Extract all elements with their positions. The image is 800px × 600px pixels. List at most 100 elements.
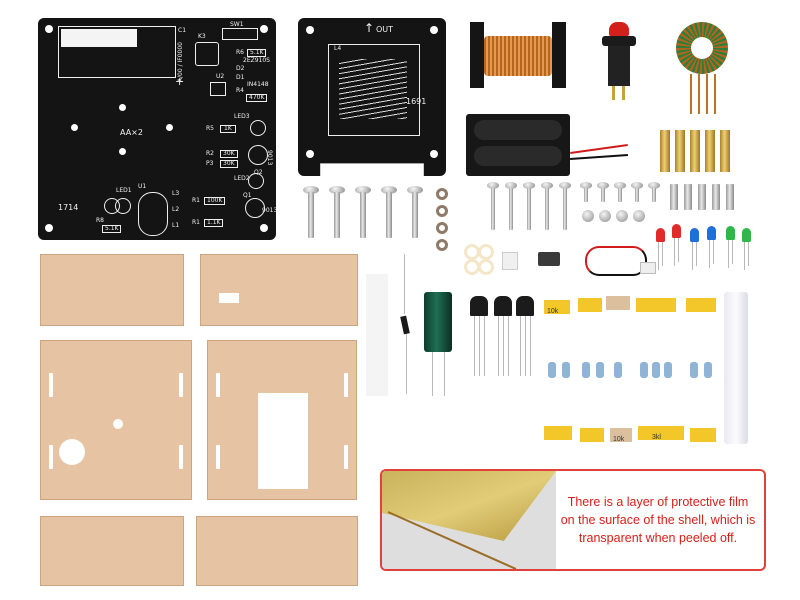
hex-nut [436, 222, 448, 234]
mounting-hole [45, 25, 53, 33]
brass-standoff [675, 130, 685, 172]
led-leg [662, 242, 663, 266]
wire-connector-plug [640, 262, 656, 274]
led-leg [692, 242, 693, 270]
resistor-tape-top: 10k [544, 300, 570, 315]
transistor [470, 296, 488, 316]
panel-slot [216, 445, 220, 469]
resistor [582, 362, 590, 378]
led-leg [678, 238, 679, 262]
silver-standoff [670, 184, 678, 210]
acrylic-side-panel [40, 254, 184, 326]
protective-film-callout: There is a layer of protective film on t… [380, 469, 766, 571]
led-leg [709, 240, 710, 268]
short-screw [652, 188, 656, 202]
connector-wire [585, 246, 647, 276]
hex-nut [436, 205, 448, 217]
label-r4-value: 470K [246, 94, 268, 102]
resistor-tape-bottom: 3kl [638, 426, 684, 441]
short-screw [635, 188, 639, 202]
label-q1-part: 9013 [262, 207, 278, 214]
short-screw [618, 188, 622, 202]
resistor [562, 362, 570, 378]
medium-screw [545, 188, 549, 230]
led-leg [713, 240, 714, 264]
label-p3: P3 [206, 160, 214, 167]
battery-red-wire [570, 143, 628, 155]
battery-outline [58, 26, 176, 78]
small-nut [582, 210, 594, 222]
resistor [704, 362, 712, 378]
hex-nut [436, 188, 448, 200]
screw-head [381, 186, 397, 194]
hex-nut [436, 239, 448, 251]
plus-sign: + [175, 75, 185, 88]
u2-footprint [210, 82, 226, 96]
small-nut [616, 210, 628, 222]
out-label: OUT [376, 25, 394, 34]
silver-standoff [684, 184, 692, 210]
label-led3: LED3 [234, 113, 250, 120]
resistor [614, 362, 622, 378]
film-photo [382, 471, 556, 569]
electrolytic-capacitor [424, 292, 452, 352]
mounting-hole [119, 148, 126, 155]
resistor-tape-bottom [690, 428, 716, 442]
screw-head [580, 182, 592, 189]
k3-footprint [195, 42, 219, 66]
mounting-hole [45, 224, 53, 232]
diode-leg [404, 254, 405, 314]
u1-footprint [138, 192, 168, 236]
mounting-hole [306, 26, 314, 34]
small-nut [633, 210, 645, 222]
q1-footprint [245, 198, 265, 218]
led-leg [674, 238, 675, 266]
mounting-hole [306, 150, 314, 158]
label-u2: U2 [216, 73, 225, 80]
resistor-tape-top [606, 296, 630, 310]
transistor-leg [520, 316, 521, 376]
led3-footprint [250, 120, 266, 136]
resistor-tape-bottom [580, 428, 604, 442]
transistor-leg [484, 316, 485, 376]
label-led2: LED2 [234, 175, 250, 182]
tape-label: 3kl [652, 434, 661, 441]
label-l1: L1 [172, 222, 180, 229]
medium-screw [509, 188, 513, 230]
transistor-leg [503, 316, 504, 376]
capacitor-leg [432, 352, 433, 396]
screw-head [541, 182, 553, 189]
mounting-hole [430, 26, 438, 34]
spacer-ring [478, 244, 494, 260]
screw-head [559, 182, 571, 189]
resistor-tape-top [578, 298, 602, 312]
capacitor-leg [444, 352, 445, 396]
resistor [640, 362, 648, 378]
screw-head [523, 182, 535, 189]
label-led1: LED1 [116, 187, 132, 194]
white-spacer-strip [366, 274, 388, 396]
diode [400, 315, 410, 335]
tape-label: 10k [613, 436, 625, 443]
spacer-ring [478, 259, 494, 275]
brass-standoff [705, 130, 715, 172]
screw-head [648, 182, 660, 189]
led-leg [744, 242, 745, 270]
panel-slot [49, 445, 53, 469]
callout-text: There is a layer of protective film on t… [560, 495, 756, 545]
panel-cutout [219, 293, 239, 303]
long-screw [360, 192, 366, 238]
mounting-hole [260, 224, 268, 232]
panel-slot [179, 373, 183, 397]
mounting-hole [260, 25, 268, 33]
board-number: 1714 [58, 203, 79, 212]
label-r1-value: 100K [204, 197, 226, 205]
resistor [690, 362, 698, 378]
resistor [596, 362, 604, 378]
long-screw [334, 192, 340, 238]
transistor [516, 296, 534, 316]
acrylic-end-panel [196, 516, 358, 586]
screw-head [505, 182, 517, 189]
small-nut [599, 210, 611, 222]
panel-hole [113, 419, 123, 429]
